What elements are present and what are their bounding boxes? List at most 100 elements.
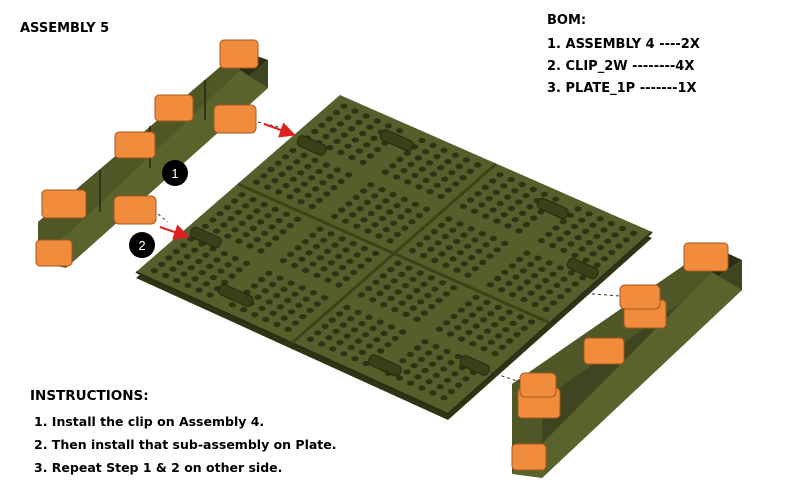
plate-hole xyxy=(487,311,495,317)
plate-hole xyxy=(362,332,370,338)
plate-hole xyxy=(333,167,341,173)
plate-hole xyxy=(387,295,395,301)
plate-hole xyxy=(452,181,460,187)
plate-hole xyxy=(264,184,272,190)
plate-hole xyxy=(228,302,236,308)
plate-hole xyxy=(302,296,310,302)
plate-hole xyxy=(530,215,538,221)
plate-hole xyxy=(235,238,243,244)
bom-item-plate-1p: 3. PLATE_1P -------1X xyxy=(547,81,697,96)
plate-hole xyxy=(435,326,443,332)
plate-hole xyxy=(187,265,195,271)
plate-hole xyxy=(282,211,290,217)
plate-hole xyxy=(402,283,410,289)
plate-hole xyxy=(351,137,359,143)
plate-hole xyxy=(500,183,508,189)
plate-hole xyxy=(467,226,475,232)
plate-hole xyxy=(299,314,307,320)
plate-hole xyxy=(278,171,286,177)
plate-hole xyxy=(216,211,224,217)
plate-hole xyxy=(202,281,210,287)
plate-hole xyxy=(454,325,462,331)
plate-hole xyxy=(538,295,546,301)
plate-hole xyxy=(324,248,332,254)
plate-hole xyxy=(457,307,465,313)
clip-2w-icon xyxy=(619,284,661,310)
plate-hole xyxy=(534,255,542,261)
plate-hole xyxy=(390,220,398,226)
plate-hole xyxy=(465,329,473,336)
plate-hole xyxy=(413,287,421,294)
plate-hole xyxy=(393,174,401,180)
plate-hole xyxy=(354,309,362,315)
plate-hole xyxy=(315,197,323,203)
plate-hole xyxy=(471,266,479,272)
plate-hole xyxy=(549,242,557,249)
plate-hole xyxy=(509,320,517,326)
plate-hole xyxy=(348,154,356,160)
plate-hole xyxy=(320,237,328,243)
plate-hole xyxy=(461,318,469,324)
plate-hole xyxy=(213,257,221,263)
plate-hole xyxy=(293,187,301,193)
plate-hole xyxy=(414,155,422,161)
plate-hole xyxy=(433,154,441,160)
plate-hole xyxy=(372,279,380,285)
plate-hole xyxy=(343,304,351,311)
insertion-arrow-icon xyxy=(263,122,296,138)
plate-hole xyxy=(487,339,495,345)
plate-hole xyxy=(489,178,497,184)
plate-hole xyxy=(383,284,391,290)
plate-hole xyxy=(567,212,575,218)
plate-hole xyxy=(309,261,317,267)
plate-hole xyxy=(333,138,341,144)
plate-hole xyxy=(450,285,458,291)
plate-hole xyxy=(570,223,579,230)
plate-hole xyxy=(401,225,409,231)
plate-hole xyxy=(314,330,322,336)
plate-hole xyxy=(349,212,357,218)
plate-hole xyxy=(294,245,302,251)
plate-hole xyxy=(184,282,192,288)
plate-hole xyxy=(173,277,181,283)
guide-line xyxy=(257,121,283,129)
plate-hole xyxy=(349,241,357,247)
plate-hole xyxy=(381,169,389,175)
plate-hole xyxy=(493,218,501,224)
plate-hole xyxy=(475,248,483,254)
plate-hole xyxy=(158,261,166,267)
plate-hole xyxy=(202,252,210,258)
plate-hole xyxy=(326,145,334,151)
plate-hole xyxy=(355,148,363,154)
plate-hole xyxy=(288,309,296,315)
plate-hole xyxy=(377,348,385,354)
plate-hole xyxy=(325,335,333,341)
plate-hole xyxy=(552,225,560,231)
plate-hole xyxy=(300,152,308,158)
plate-hole xyxy=(322,162,330,168)
plate-hole xyxy=(375,204,383,210)
plate-hole xyxy=(306,336,314,342)
plate-hole xyxy=(494,304,502,310)
plate-hole xyxy=(360,188,368,194)
plate-hole xyxy=(257,219,265,225)
plate-hole xyxy=(313,272,321,278)
plate-hole xyxy=(409,276,417,282)
plate-hole xyxy=(279,229,287,235)
plate-hole xyxy=(352,194,360,200)
plate-hole xyxy=(418,166,426,172)
plate-hole xyxy=(343,333,351,339)
plate-hole xyxy=(287,280,295,286)
plate-hole xyxy=(224,233,232,239)
plate-hole xyxy=(520,325,528,331)
plate-hole xyxy=(342,276,350,282)
plate-hole xyxy=(428,304,436,310)
plate-hole xyxy=(512,274,520,280)
plate-hole xyxy=(231,227,239,233)
plate-hole xyxy=(538,266,546,272)
plate-hole xyxy=(399,358,407,364)
plate-hole xyxy=(382,198,390,204)
plate-hole xyxy=(206,263,214,269)
plate-hole xyxy=(567,270,576,276)
plate-hole xyxy=(478,202,486,208)
